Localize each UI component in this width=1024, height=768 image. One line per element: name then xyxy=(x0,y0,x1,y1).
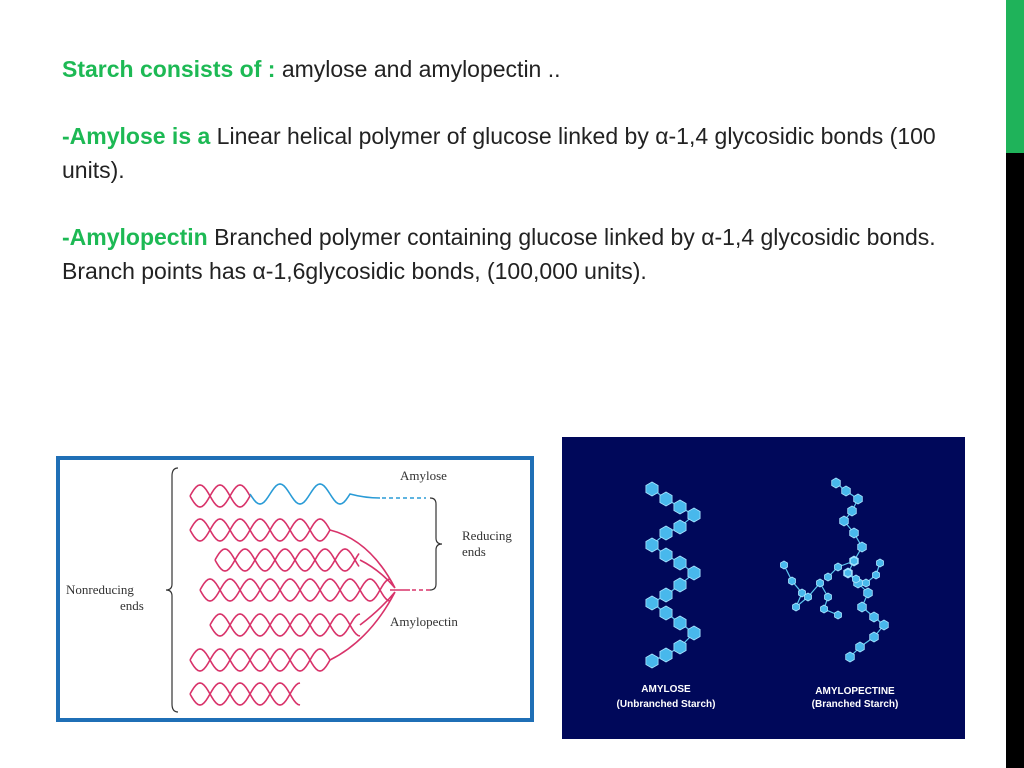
starch-label: Starch consists of : xyxy=(62,56,276,82)
amylopectin-label: -Amylopectin xyxy=(62,224,208,250)
amylopectin-caption: AMYLOPECTINE xyxy=(815,686,895,697)
amylopectin-main-glucose-unit xyxy=(853,493,863,505)
amylose-paragraph: -Amylose is a Linear helical polymer of … xyxy=(62,119,982,187)
amylopectin-strand-path xyxy=(189,484,251,508)
starch-molecule-svg: AMYLOSE (Unbranched Starch) AMYLOPECTINE… xyxy=(617,477,899,710)
amylose-strand xyxy=(249,483,426,505)
amylopectin-branch-c-glucose-unit xyxy=(824,572,832,582)
amylopectin-branch-lines xyxy=(329,529,410,661)
amylopectin-branch-a-bonds xyxy=(783,564,839,616)
amylose-glucose-unit xyxy=(673,639,687,655)
amylopectin-branch-a-glucose-unit xyxy=(792,602,800,612)
amylopectin-branch-c-glucose-unit xyxy=(850,556,858,566)
amylose-label: -Amylose is a xyxy=(62,123,211,149)
amylopectin-strand-path xyxy=(209,613,361,637)
amylopectin-main-glucose-unit xyxy=(845,651,855,663)
starch-schematic-figure: Amylose Reducing ends Nonreducing ends A… xyxy=(56,456,534,722)
nonreducing-label-line1: Nonreducing xyxy=(66,582,134,597)
amylopectin-branch-a-glucose-unit xyxy=(788,576,796,586)
amylopectin-strand-path xyxy=(189,648,331,672)
amylose-glucose-unit xyxy=(673,499,687,515)
starch-text: amylose and amylopectin .. xyxy=(275,56,561,82)
amylopectin-strand-path xyxy=(189,484,251,508)
amylopectin-main-glucose-unit xyxy=(849,527,859,539)
amylopectin-branch-b-glucose-unit xyxy=(844,568,852,578)
amylopectin-main-glucose-unit xyxy=(863,587,873,599)
starch-intro-line: Starch consists of : amylose and amylope… xyxy=(62,52,982,86)
molecule-chains xyxy=(645,477,889,669)
reducing-label-line1: Reducing xyxy=(462,528,512,543)
reducing-label-line2: ends xyxy=(462,544,486,559)
amylose-strand-path xyxy=(249,483,381,505)
amylopectin-main-glucose-unit xyxy=(869,631,879,643)
amylopectin-strand-path xyxy=(189,648,331,672)
amylose-glucose-unit xyxy=(645,537,659,553)
amylopectin-strand-path xyxy=(189,518,331,542)
amylopectin-branch-b-glucose-unit xyxy=(876,558,884,568)
amylose-glucose-unit xyxy=(687,625,701,641)
amylopectin-branch-a-glucose-unit xyxy=(834,610,842,620)
amylopectin-paragraph: -Amylopectin Branched polymer containing… xyxy=(62,220,982,288)
amylose-glucose-unit xyxy=(673,555,687,571)
amylopectin-main-glucose-unit xyxy=(869,611,879,623)
amylopectin-branch-b-glucose-unit xyxy=(872,570,880,580)
amylopectin-strand-path xyxy=(189,518,331,542)
amylose-glucose-unit xyxy=(659,587,673,603)
amylose-glucose-unit xyxy=(687,565,701,581)
reducing-brace xyxy=(429,497,443,591)
amylopectin-main-glucose-unit xyxy=(839,515,849,527)
amylopectin-branch-b-glucose-unit xyxy=(852,574,860,584)
amylopectin-strands xyxy=(189,484,432,706)
amylopectin-strand-path xyxy=(189,682,301,706)
nonreducing-brace xyxy=(165,467,179,713)
amylose-text: Linear helical polymer of glucose linked… xyxy=(62,123,936,183)
amylopectin-subcaption: (Branched Starch) xyxy=(812,699,899,710)
slide-body: Starch consists of : amylose and amylope… xyxy=(62,52,982,288)
amylose-glucose-unit xyxy=(659,605,673,621)
amylose-glucose-unit xyxy=(659,491,673,507)
amylopectin-main-glucose-unit xyxy=(855,641,865,653)
amylose-caption: AMYLOSE xyxy=(641,684,691,695)
amylopectin-fig-label: Amylopectin xyxy=(390,614,458,629)
amylose-glucose-unit xyxy=(673,577,687,593)
amylose-glucose-unit xyxy=(687,507,701,523)
amylopectin-branch-a-glucose-unit xyxy=(780,560,788,570)
amylopectin-main-glucose-unit xyxy=(857,541,867,553)
starch-molecule-illustration: AMYLOSE (Unbranched Starch) AMYLOPECTINE… xyxy=(562,437,965,739)
amylopectin-main-glucose-unit xyxy=(847,505,857,517)
amylose-glucose-unit xyxy=(645,481,659,497)
amylopectin-strand-path xyxy=(209,613,361,637)
amylopectin-branch-b-glucose-unit xyxy=(862,578,870,588)
amylose-glucose-unit xyxy=(659,547,673,563)
amylose-glucose-unit xyxy=(659,525,673,541)
amylose-subcaption: (Unbranched Starch) xyxy=(617,699,716,710)
amylose-fig-label: Amylose xyxy=(400,468,447,483)
amylose-glucose-unit xyxy=(673,615,687,631)
amylopectin-text: Branched polymer containing glucose link… xyxy=(62,224,936,284)
amylopectin-strand-path xyxy=(199,578,391,602)
amylose-glucose-unit xyxy=(645,653,659,669)
starch-schematic-svg: Amylose Reducing ends Nonreducing ends A… xyxy=(66,467,512,713)
amylopectin-main-glucose-unit xyxy=(831,477,841,489)
amylose-glucose-unit xyxy=(659,647,673,663)
amylose-glucose-unit xyxy=(645,595,659,611)
amylopectin-strand-path xyxy=(214,548,360,572)
amylopectin-main-glucose-unit xyxy=(879,619,889,631)
amylopectin-main-bonds xyxy=(835,482,885,658)
amylopectin-branch-a-glucose-unit xyxy=(798,588,806,598)
amylopectin-branch-a-glucose-unit xyxy=(820,604,828,614)
amylopectin-strand-path xyxy=(214,548,360,572)
edge-bar xyxy=(1006,0,1024,768)
amylopectin-strand-path xyxy=(199,578,391,602)
amylose-glucose-unit xyxy=(673,519,687,535)
amylopectin-branch-a-glucose-unit xyxy=(824,592,832,602)
amylopectin-main-glucose-unit xyxy=(857,601,867,613)
amylopectin-branch-a-glucose-unit xyxy=(816,578,824,588)
amylopectin-branch-a-glucose-unit xyxy=(804,592,812,602)
amylopectin-main-glucose-unit xyxy=(841,485,851,497)
amylopectin-branch-c-glucose-unit xyxy=(834,562,842,572)
nonreducing-label-line2: ends xyxy=(120,598,144,613)
amylopectin-strand-path xyxy=(189,682,301,706)
edge-bar-accent xyxy=(1006,0,1024,153)
